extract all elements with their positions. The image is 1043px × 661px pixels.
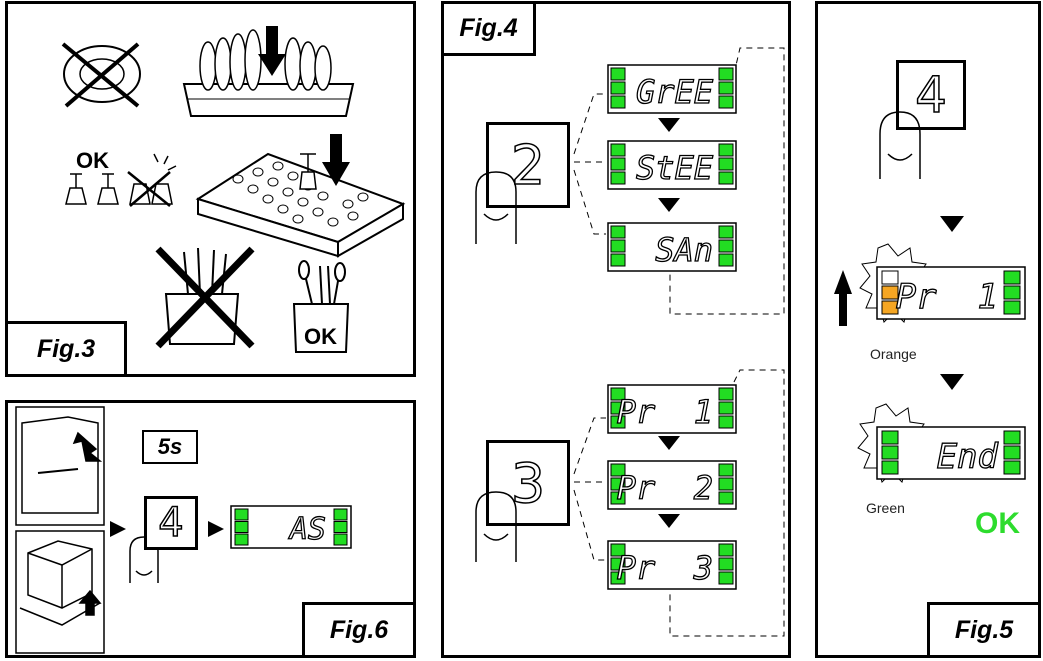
lcd-display: GrEE [607, 64, 737, 114]
fig3-ok-cutlery: OK [304, 324, 337, 349]
label-orange: Orange [870, 346, 917, 362]
display-text: Pr 1 [896, 277, 998, 317]
button-4[interactable]: 4 [144, 496, 198, 550]
arrow-right-icon [208, 521, 224, 537]
display-svg: Pr 2 [607, 460, 737, 510]
button-2-label: 2 [510, 133, 546, 198]
display-svg: SAn [607, 222, 737, 272]
button-4-label: 4 [914, 65, 947, 125]
fig5-display-2: End [876, 426, 1026, 480]
fig3-label: Fig.3 [5, 321, 127, 377]
lcd-display: StEE [607, 140, 737, 190]
display-svg: Pr 3 [607, 540, 737, 590]
arrow-up-icon [834, 270, 852, 326]
fig3-panel: OK [5, 1, 416, 377]
display-text: StEE [636, 149, 714, 187]
arrow-right-icon [110, 521, 126, 537]
arrow-down-icon [940, 216, 964, 232]
fig4-label: Fig.4 [441, 1, 536, 56]
ok-indicator: OK [975, 507, 1020, 540]
display-svg: Pr 1 [876, 266, 1026, 320]
display-svg: Pr 1 [607, 384, 737, 434]
plate-rack-icon [182, 26, 355, 117]
fig3-ok-glasses: OK [76, 148, 109, 173]
button-2[interactable]: 2 [486, 122, 570, 208]
display-svg: End [876, 426, 1026, 480]
display-text: Pr 3 [617, 549, 713, 587]
display-svg: GrEE [607, 64, 737, 114]
lcd-display: SAn [607, 222, 737, 272]
fig5-label: Fig.5 [927, 602, 1041, 658]
fig5-panel: 4 Pr 1 End Orange Green OK Fig.5 [815, 1, 1041, 658]
arrow-down-icon [658, 198, 680, 212]
arrow-down-icon [658, 118, 680, 132]
fig6-time: 5s [157, 434, 183, 459]
glass-rack-icon [195, 134, 406, 258]
button-4[interactable]: 4 [896, 60, 966, 130]
display-text: End [937, 437, 999, 477]
button-3[interactable]: 3 [486, 440, 570, 526]
label-green: Green [866, 500, 905, 516]
fig6-time-box: 5s [142, 430, 198, 464]
arrow-down-icon [940, 374, 964, 390]
fig6-label: Fig.6 [302, 602, 416, 658]
display-text: Pr 1 [617, 393, 713, 431]
lcd-display: Pr 2 [607, 460, 737, 510]
arrow-down-icon [658, 436, 680, 450]
display-text: AS [288, 512, 326, 547]
display-text: Pr 2 [617, 469, 713, 507]
fig4-panel: Fig.4 2 3 GrEE StEE SAn Pr 1 Pr 2 Pr 3 [441, 1, 791, 658]
lcd-display: Pr 3 [607, 540, 737, 590]
button-3-label: 3 [510, 451, 546, 516]
broken-glass-crossed-icon [127, 153, 177, 207]
glasses-icon [65, 173, 119, 205]
display-svg: AS [230, 505, 352, 549]
display-svg: StEE [607, 140, 737, 190]
cutlery-up-crossed-icon [155, 246, 255, 349]
plate-crossed-icon [61, 42, 141, 108]
display-text: SAn [655, 231, 713, 269]
dishwasher-door-icon [15, 406, 105, 526]
cutlery-down-ok-icon [292, 260, 350, 353]
fig6-illustration [15, 406, 224, 654]
fig6-display: AS [230, 505, 352, 549]
fig5-display-1: Pr 1 [876, 266, 1026, 320]
fig3-illustration: OK [61, 26, 406, 353]
button-4-label: 4 [158, 499, 185, 547]
display-text: GrEE [636, 73, 714, 111]
hood-icon [15, 530, 105, 654]
fig6-panel: 5s 4 AS Fig.6 [5, 400, 416, 658]
lcd-display: Pr 1 [607, 384, 737, 434]
arrow-down-icon [658, 514, 680, 528]
